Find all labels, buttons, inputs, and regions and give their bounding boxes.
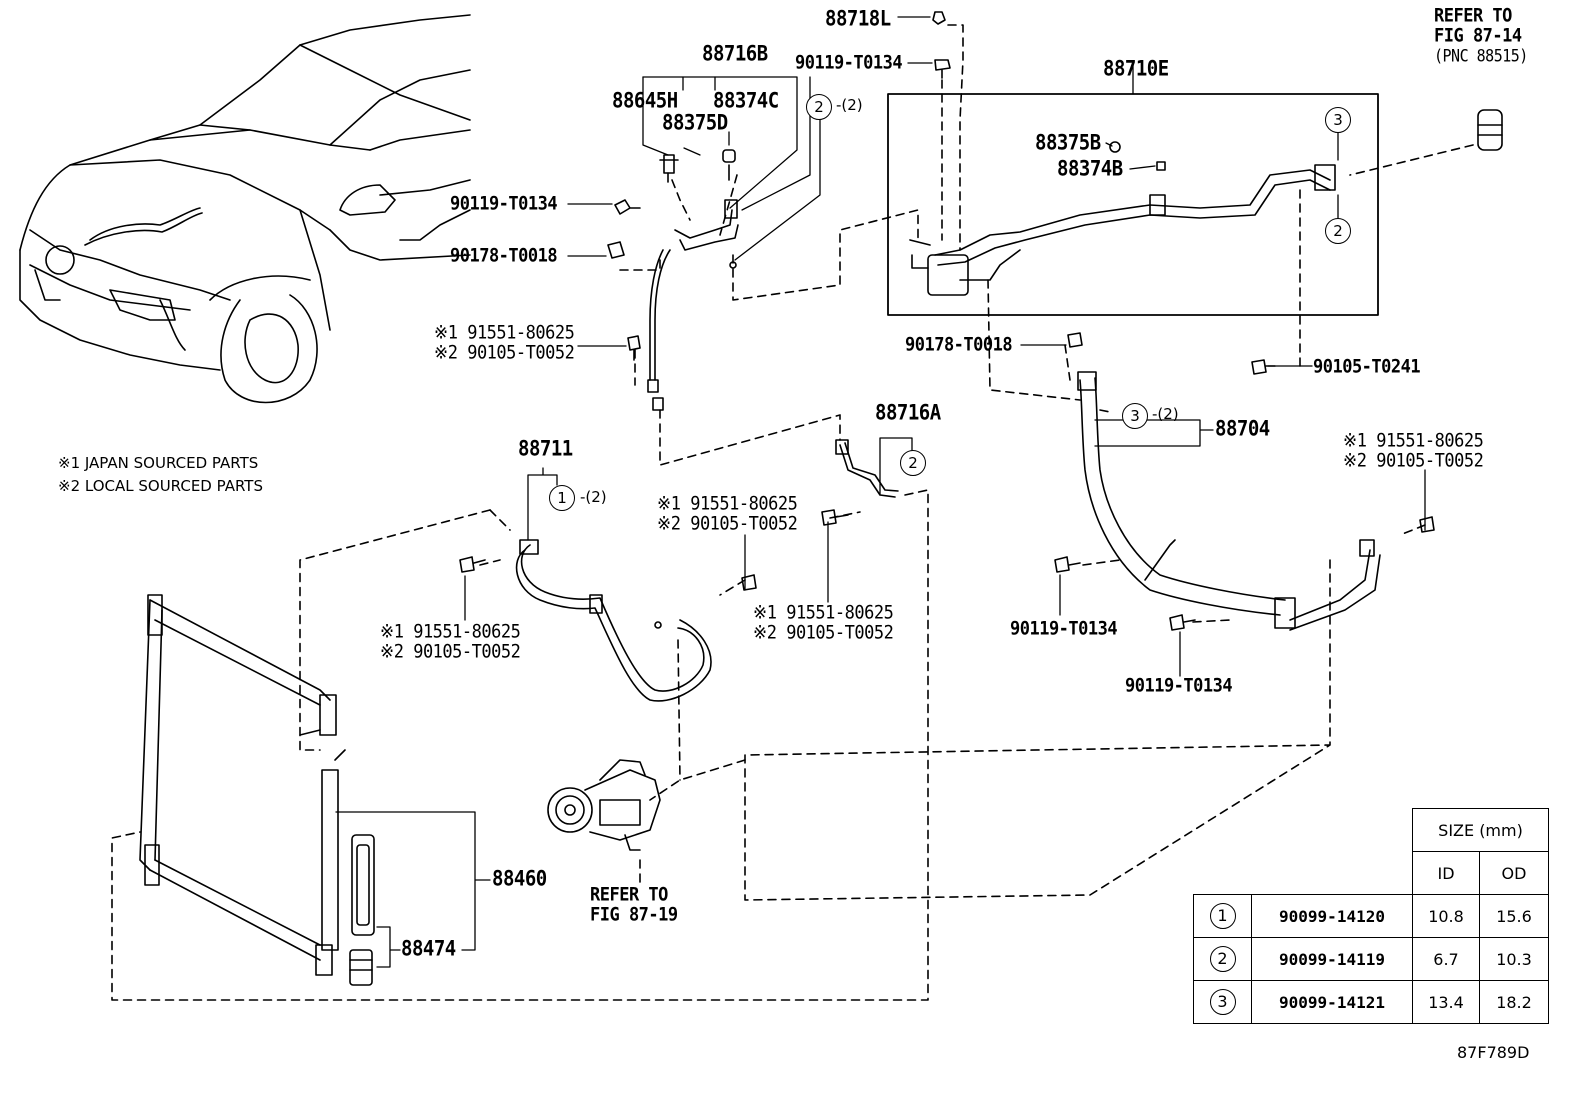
table-row: 2 90099-14119 6.7 10.3 (1193, 937, 1549, 981)
refer-top-line3: (PNC 88515) (1434, 46, 1528, 66)
hose-88711 (515, 539, 712, 702)
label-90178-left: 90178-T0018 (450, 244, 558, 267)
label-88375B: 88375B (1035, 130, 1101, 156)
note-local-sourced: ※2 LOCAL SOURCED PARTS (58, 477, 263, 495)
oring-callout-3-mid: 3 (1122, 403, 1148, 429)
oring-callout-2-top: 2 (806, 94, 832, 120)
refer-top-line1: REFER TO (1434, 4, 1512, 27)
label-90119-r1: 90119-T0134 (1010, 617, 1118, 640)
label-88645H: 88645H (612, 88, 678, 114)
oring-callout-2-88716A: 2 (900, 450, 926, 476)
label-88375D: 88375D (662, 110, 728, 136)
label-90119-r2: 90119-T0134 (1125, 674, 1233, 697)
refer-compressor-line2: FIG 87-19 (590, 903, 678, 926)
condenser-88460 (139, 594, 375, 986)
col-id-header: ID (1412, 851, 1480, 895)
row-part-number: 90099-14119 (1251, 937, 1413, 981)
assembly-88710E-box (887, 93, 1379, 316)
qty-1-88711: -(2) (580, 488, 607, 506)
label-local-bolt-c: ※2 90105-T0052 (753, 621, 894, 644)
label-japan-bolt-d: ※1 91551-80625 (380, 620, 521, 643)
label-88710E: 88710E (1103, 56, 1169, 82)
label-japan-bolt-c: ※1 91551-80625 (753, 601, 894, 624)
table-row: 3 90099-14121 13.4 18.2 (1193, 980, 1549, 1024)
refer-compressor-line1: REFER TO (590, 883, 668, 906)
label-90178-mid: 90178-T0018 (905, 333, 1013, 356)
row-number: 2 (1209, 946, 1236, 972)
col-od-header: OD (1479, 851, 1549, 895)
label-japan-bolt-a: ※1 91551-80625 (434, 321, 575, 344)
refer-top-line2: FIG 87-14 (1434, 24, 1522, 47)
label-local-bolt-a: ※2 90105-T0052 (434, 341, 575, 364)
row-id: 6.7 (1412, 937, 1480, 981)
label-88474: 88474 (401, 936, 456, 962)
note-japan-sourced: ※1 JAPAN SOURCED PARTS (58, 454, 259, 472)
bolts (459, 11, 1435, 631)
label-88374B: 88374B (1057, 156, 1123, 182)
row-number: 1 (1209, 903, 1236, 929)
row-od: 15.6 (1479, 894, 1549, 938)
label-local-bolt-b: ※2 90105-T0052 (657, 512, 798, 535)
dashed-connectors (111, 24, 1474, 1001)
qty-2-top: -(2) (836, 96, 863, 114)
label-90105-T0241: 90105-T0241 (1313, 355, 1421, 378)
row-od: 10.3 (1479, 937, 1549, 981)
qty-3-mid: -(2) (1152, 405, 1179, 423)
label-local-bolt-e: ※2 90105-T0052 (1343, 449, 1484, 472)
size-header: SIZE (mm) (1412, 808, 1549, 852)
label-japan-bolt-e: ※1 91551-80625 (1343, 429, 1484, 452)
label-88716B: 88716B (702, 41, 768, 67)
compressor-illustration (547, 759, 661, 851)
diagram-ref-code: 87F789D (1457, 1043, 1530, 1062)
label-japan-bolt-b: ※1 91551-80625 (657, 492, 798, 515)
oring-callout-1-88711: 1 (549, 485, 575, 511)
label-local-bolt-d: ※2 90105-T0052 (380, 640, 521, 663)
oring-callout-3-right: 3 (1325, 107, 1351, 133)
label-90119-top: 90119-T0134 (795, 51, 903, 74)
row-id: 13.4 (1412, 980, 1480, 1024)
label-88460: 88460 (492, 866, 547, 892)
row-part-number: 90099-14121 (1251, 980, 1413, 1024)
label-88711: 88711 (518, 436, 573, 462)
pipe-88710E (909, 141, 1336, 296)
row-id: 10.8 (1412, 894, 1480, 938)
oring-size-table: SIZE (mm) ID OD 1 90099-14120 10.8 15.6 … (1193, 808, 1549, 1024)
label-88704: 88704 (1215, 416, 1270, 442)
label-88716A: 88716A (875, 400, 941, 426)
row-part-number: 90099-14120 (1251, 894, 1413, 938)
hose-88704 (1077, 371, 1381, 631)
label-90119-left: 90119-T0134 (450, 192, 558, 215)
leader-lines (335, 16, 1426, 968)
receiver-88515 (1477, 109, 1503, 151)
vehicle-illustration (19, 14, 471, 404)
row-number: 3 (1209, 989, 1236, 1015)
pipe-88716A (835, 439, 899, 498)
table-row: 1 90099-14120 10.8 15.6 (1193, 894, 1549, 938)
oring-callout-2-right: 2 (1325, 218, 1351, 244)
pipe-88716B (647, 149, 739, 411)
label-88374C: 88374C (713, 88, 779, 114)
label-88718L: 88718L (825, 6, 891, 32)
row-od: 18.2 (1479, 980, 1549, 1024)
